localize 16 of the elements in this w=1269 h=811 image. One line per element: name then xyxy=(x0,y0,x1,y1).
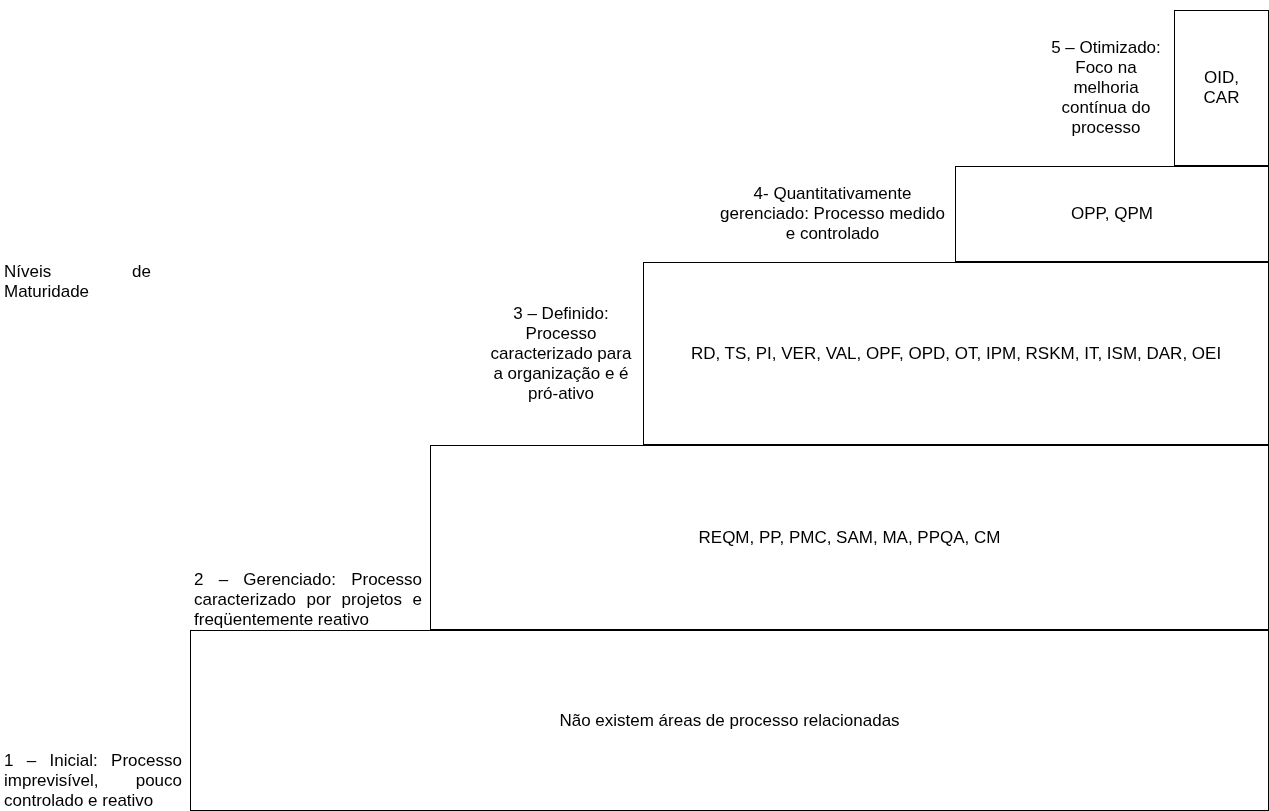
process-area-list: OID, CAR xyxy=(1175,68,1268,108)
process-area-list: Não existem áreas de processo relacionadas xyxy=(547,710,912,731)
process-area-box xyxy=(190,630,1269,811)
level-description: 1 – Inicial: Processo imprevisível, pouco controlado e reativo xyxy=(4,751,182,811)
process-area-list: OPP, QPM xyxy=(1059,204,1165,224)
process-area-box xyxy=(643,262,1269,445)
process-area-box xyxy=(1174,10,1269,166)
process-area-list: REQM, PP, PMC, SAM, MA, PPQA, CM xyxy=(686,527,1013,548)
process-area-box xyxy=(430,445,1269,630)
process-area-list: RD, TS, PI, VER, VAL, OPF, OPD, OT, IPM, RSKM, IT, ISM, DAR, OEI xyxy=(678,343,1234,364)
level-description: 3 – Definido: Processo caracterizado para a organização e é pró-ativo xyxy=(489,303,633,404)
level-description: 5 – Otimizado: Foco na melhoria contínua do processo xyxy=(1050,38,1162,138)
axis-title: Níveis de Maturidade xyxy=(4,262,151,302)
process-area-box xyxy=(955,166,1269,262)
level-description: 2 – Gerenciado: Processo caracterizado por projetos e freqüentemente reativo xyxy=(194,570,422,630)
level-description: 4- Quantitativamente gerenciado: Processo medido e controlado xyxy=(719,184,946,244)
